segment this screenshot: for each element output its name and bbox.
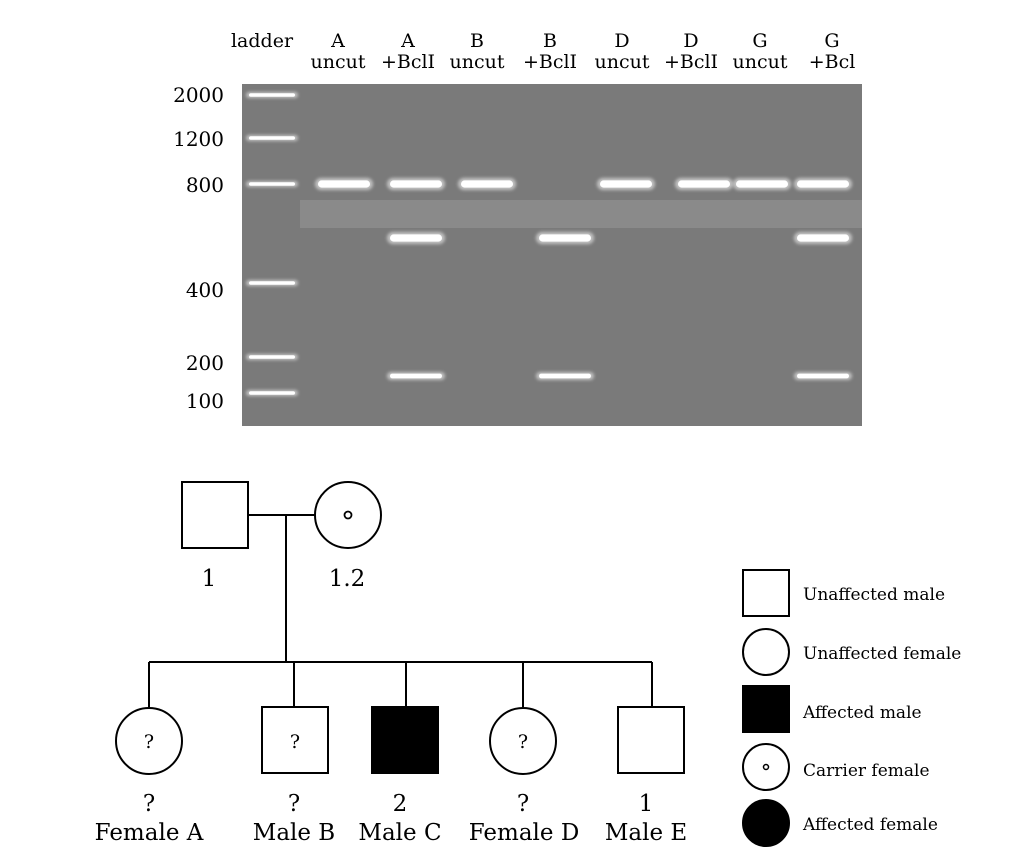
lane-label-top: D <box>683 30 698 52</box>
child-number-label: ? <box>288 791 300 817</box>
lane-label-top: B <box>543 30 557 52</box>
gel-band <box>600 180 652 188</box>
lane-label-bottom: uncut <box>595 51 650 73</box>
child-name-label: Female A <box>95 820 204 846</box>
gel-band <box>736 180 788 188</box>
child-name-label: Male C <box>358 820 441 846</box>
legend-label: Unaffected female <box>803 644 961 664</box>
lane-label-bottom: +Bcl <box>809 51 856 73</box>
legend-label: Affected female <box>802 815 938 835</box>
child-name-label: Female D <box>469 820 580 846</box>
parent-male-label: 1 <box>202 566 217 592</box>
lane-label-top: B <box>470 30 484 52</box>
gel-image <box>242 84 862 426</box>
gel-band <box>461 180 513 188</box>
gel-smear <box>300 200 862 228</box>
gel-band <box>249 136 295 140</box>
lane-label-ladder: ladder <box>231 30 294 52</box>
legend-unaffected-female-icon <box>742 628 790 676</box>
lane-label-top: G <box>824 30 839 52</box>
child-name-label: Male E <box>605 820 687 846</box>
gel-background <box>242 84 862 426</box>
size-marker-label: 2000 <box>173 83 224 107</box>
symbol-question-mark: ? <box>290 731 300 753</box>
gel-band <box>390 234 442 242</box>
gel-band <box>318 180 370 188</box>
gel-band <box>249 281 295 285</box>
size-marker-label: 800 <box>186 173 224 197</box>
size-marker-label: 1200 <box>173 127 224 151</box>
gel-band <box>249 355 295 359</box>
gel-band <box>539 373 591 379</box>
size-marker-label: 400 <box>186 278 224 302</box>
gel-band <box>678 180 730 188</box>
legend-unaffected-male-icon <box>742 569 790 617</box>
female-d-symbol <box>489 707 557 775</box>
child-number-label: 2 <box>393 791 408 817</box>
lane-label-top: G <box>752 30 767 52</box>
child-number-label: ? <box>143 791 155 817</box>
legend-affected-male-icon <box>742 685 790 733</box>
gel-band <box>390 373 442 379</box>
gel-band <box>797 234 849 242</box>
lane-label-bottom: +BclI <box>523 51 577 73</box>
legend-label: Carrier female <box>803 761 930 781</box>
symbol-question-mark: ? <box>518 731 528 753</box>
male-e-symbol <box>617 706 685 774</box>
gel-band <box>390 180 442 188</box>
child-number-label: ? <box>517 791 529 817</box>
child-name-label: Male B <box>253 820 335 846</box>
gel-band <box>797 180 849 188</box>
size-marker-label: 200 <box>186 351 224 375</box>
lane-label-bottom: uncut <box>311 51 366 73</box>
child-number-label: 1 <box>639 791 654 817</box>
legend <box>742 569 790 847</box>
legend-label: Unaffected male <box>803 585 945 605</box>
parent-male-symbol <box>181 481 249 549</box>
lane-label-top: D <box>614 30 629 52</box>
male-c-symbol <box>371 706 439 774</box>
symbol-question-mark: ? <box>144 731 154 753</box>
legend-affected-female-icon <box>742 799 790 847</box>
size-marker-label: 100 <box>186 389 224 413</box>
legend-label: Affected male <box>802 703 922 723</box>
lane-label-bottom: +BclI <box>381 51 435 73</box>
legend-carrier-dot <box>762 763 770 771</box>
lane-label-bottom: uncut <box>450 51 505 73</box>
gel-band <box>249 391 295 395</box>
gel-band <box>249 182 295 186</box>
lane-label-bottom: uncut <box>733 51 788 73</box>
pedigree <box>115 481 685 775</box>
gel-band <box>797 373 849 379</box>
gel-band <box>249 93 295 97</box>
male-b-symbol <box>261 706 329 774</box>
lane-label-bottom: +BclI <box>664 51 718 73</box>
carrier-dot <box>343 510 353 520</box>
lane-label-top: A <box>330 30 345 52</box>
female-a-symbol <box>115 707 183 775</box>
gel-band <box>539 234 591 242</box>
lane-label-top: A <box>400 30 415 52</box>
gel-bands <box>246 92 852 396</box>
parent-female-label: 1.2 <box>329 566 366 592</box>
